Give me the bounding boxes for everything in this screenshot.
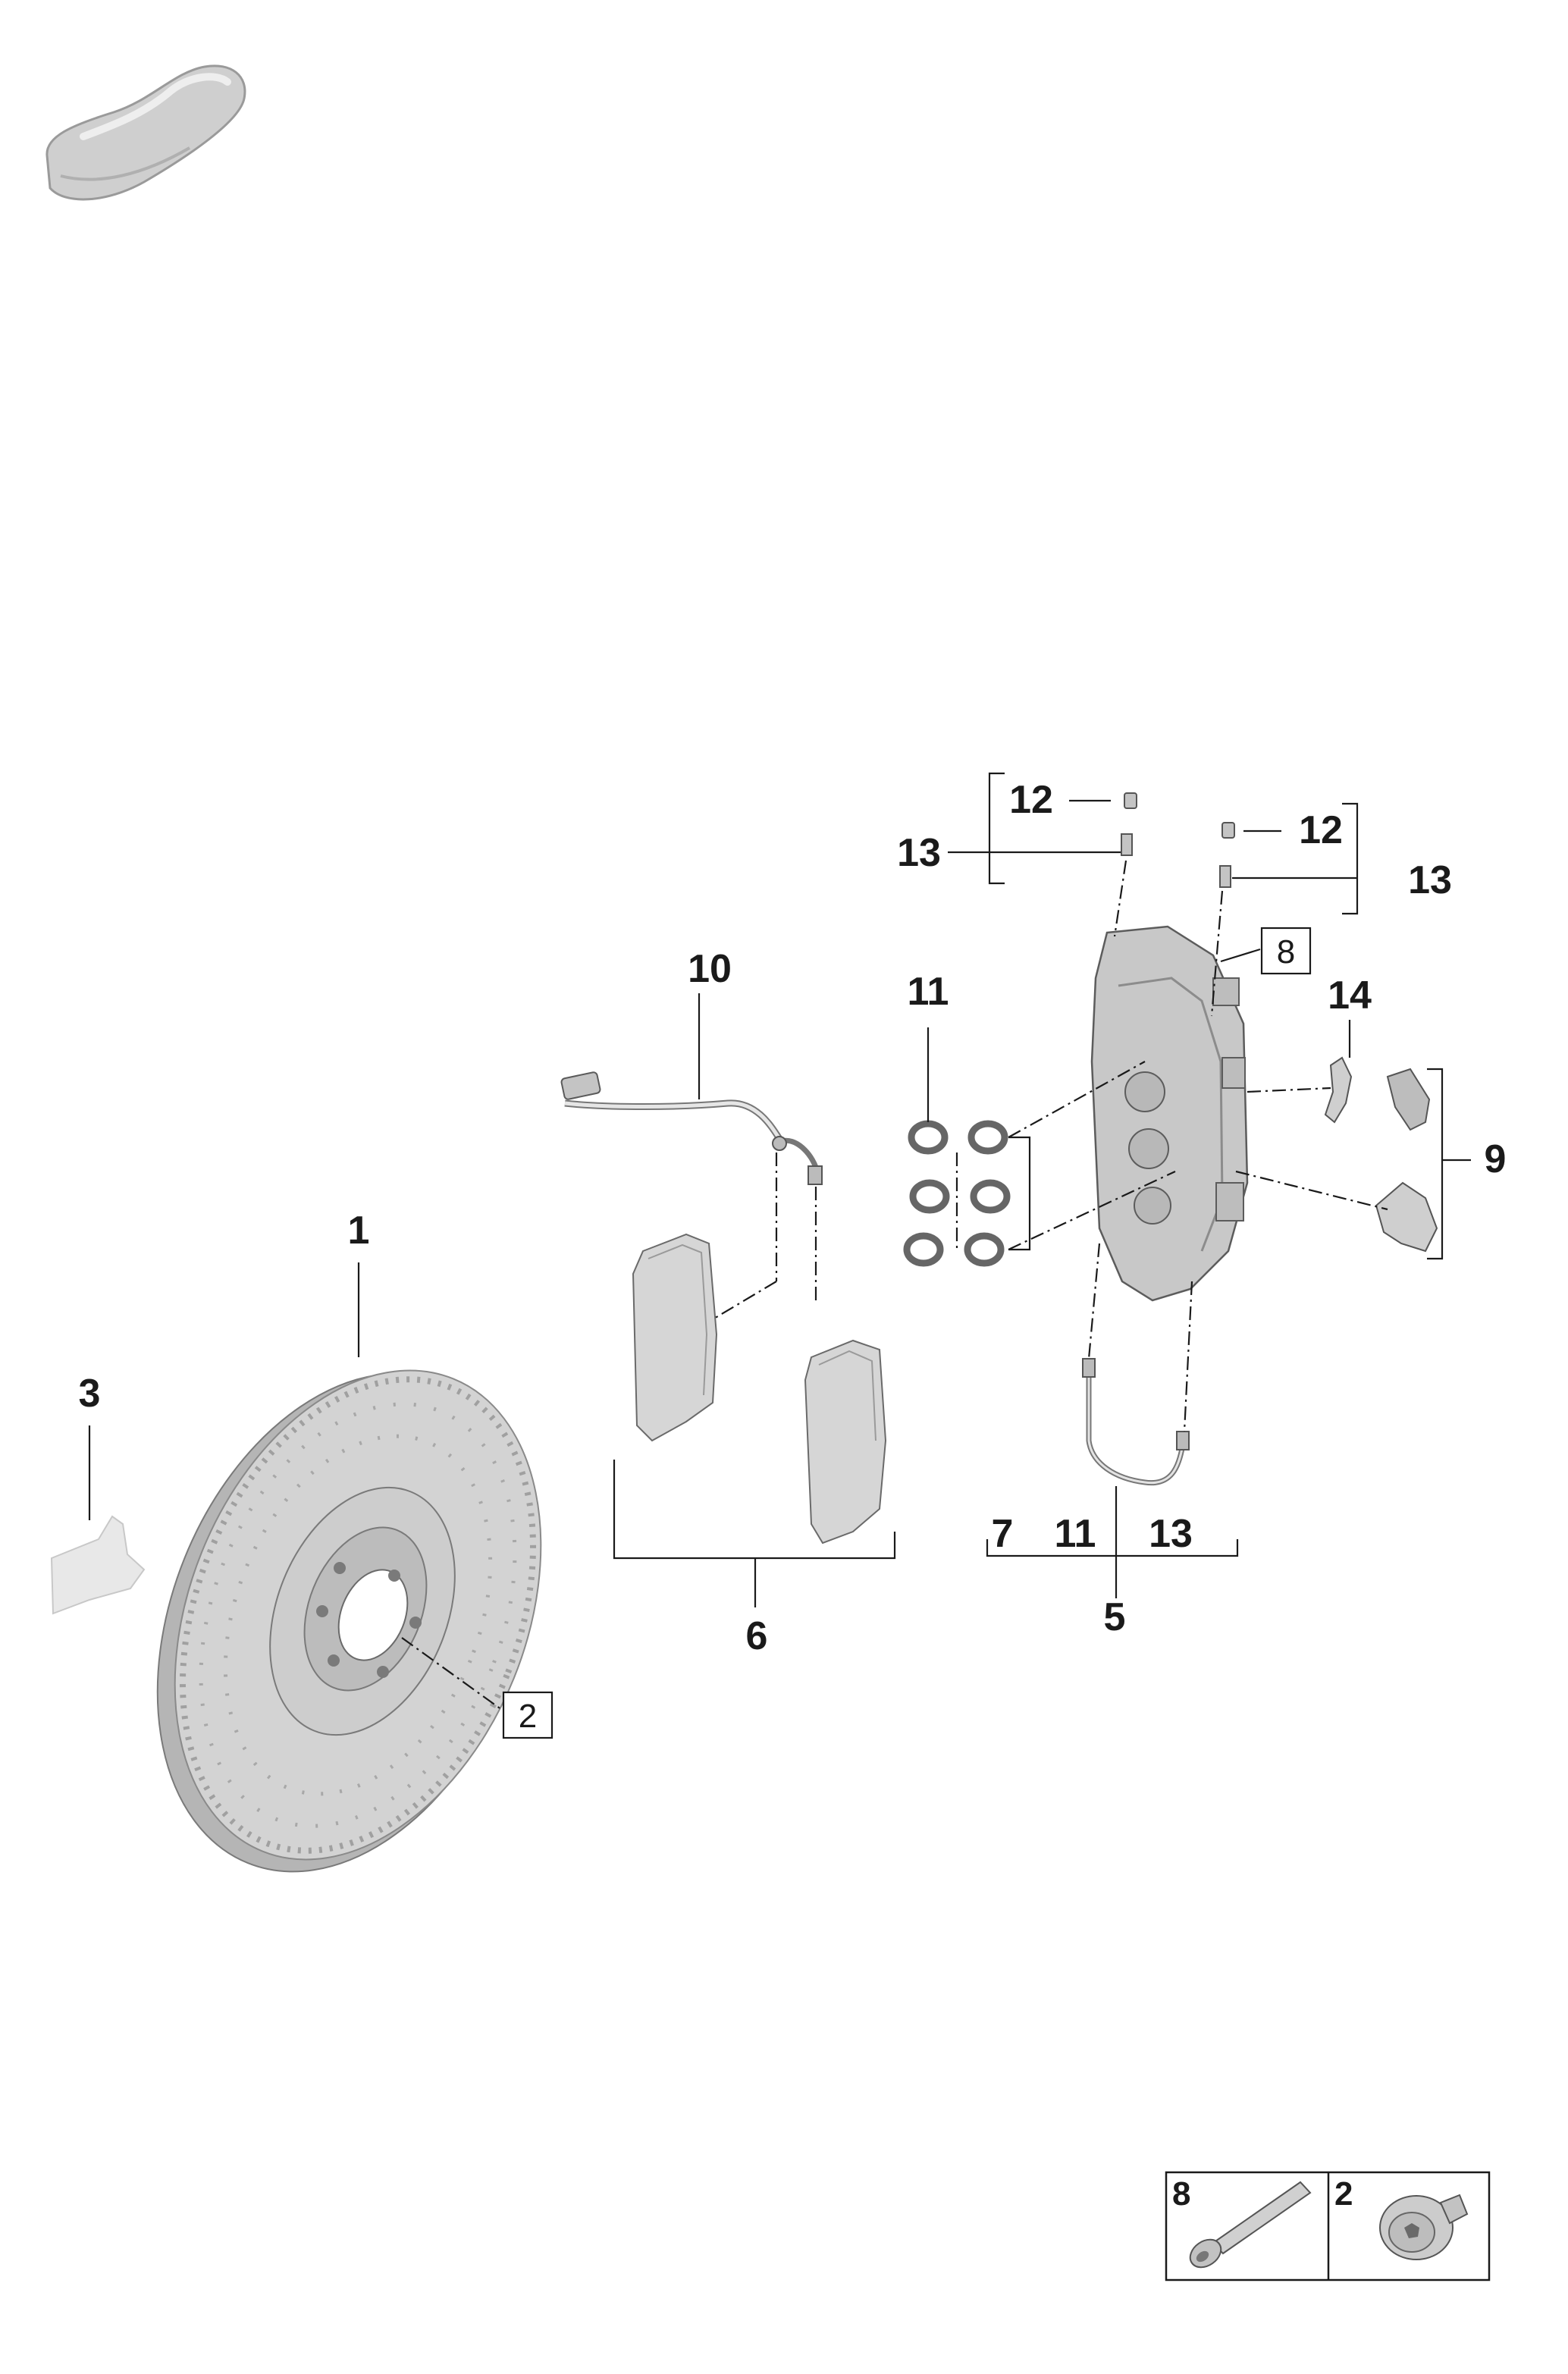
fastener-legend: 8 2	[1165, 2171, 1491, 2281]
callout-11-bottom: 11	[1055, 1512, 1096, 1556]
callout-7: 7	[992, 1512, 1014, 1556]
brake-shield-part	[50, 1515, 146, 1615]
leader-lines	[88, 772, 1471, 1711]
callout-13-left: 13	[897, 831, 941, 875]
callout-labels: 1 3 2 6 10 11 12 13 12 13 8 14 9 7 11 13…	[79, 778, 1507, 1739]
callout-9: 9	[1485, 1137, 1507, 1181]
wear-sensor-part	[560, 1071, 823, 1185]
legend-cell-a-label: 8	[1172, 2175, 1190, 2212]
callout-2-box: 2	[502, 1691, 554, 1739]
brake-disc-part	[156, 1369, 542, 1873]
brake-line-part	[1082, 1358, 1190, 1486]
callout-11-top: 11	[908, 970, 949, 1014]
callout-1: 1	[348, 1209, 370, 1253]
vehicle-silhouette-icon	[45, 64, 246, 201]
callout-8-box: 8	[1260, 927, 1312, 975]
callout-10: 10	[688, 947, 732, 991]
bolt-icon	[1189, 2181, 1312, 2269]
piston-seals-part	[903, 1120, 1011, 1267]
callout-13-bottom: 13	[1149, 1512, 1193, 1556]
legend-cell-b-label: 2	[1334, 2175, 1353, 2212]
callout-13-right: 13	[1408, 858, 1452, 902]
callout-6: 6	[746, 1614, 768, 1658]
spring-clips-part	[1324, 1056, 1438, 1253]
callout-5: 5	[1104, 1595, 1126, 1639]
callout-8: 8	[1277, 933, 1295, 971]
bleeder-parts	[1121, 792, 1235, 888]
brake-caliper-part	[1090, 925, 1249, 1302]
callout-12-right: 12	[1299, 808, 1343, 852]
callout-3: 3	[79, 1372, 101, 1416]
screw-icon	[1379, 2194, 1469, 2260]
callout-2: 2	[519, 1698, 537, 1735]
callout-14: 14	[1328, 974, 1372, 1018]
brake-pads-part	[632, 1233, 887, 1545]
callout-12-left: 12	[1009, 778, 1053, 822]
